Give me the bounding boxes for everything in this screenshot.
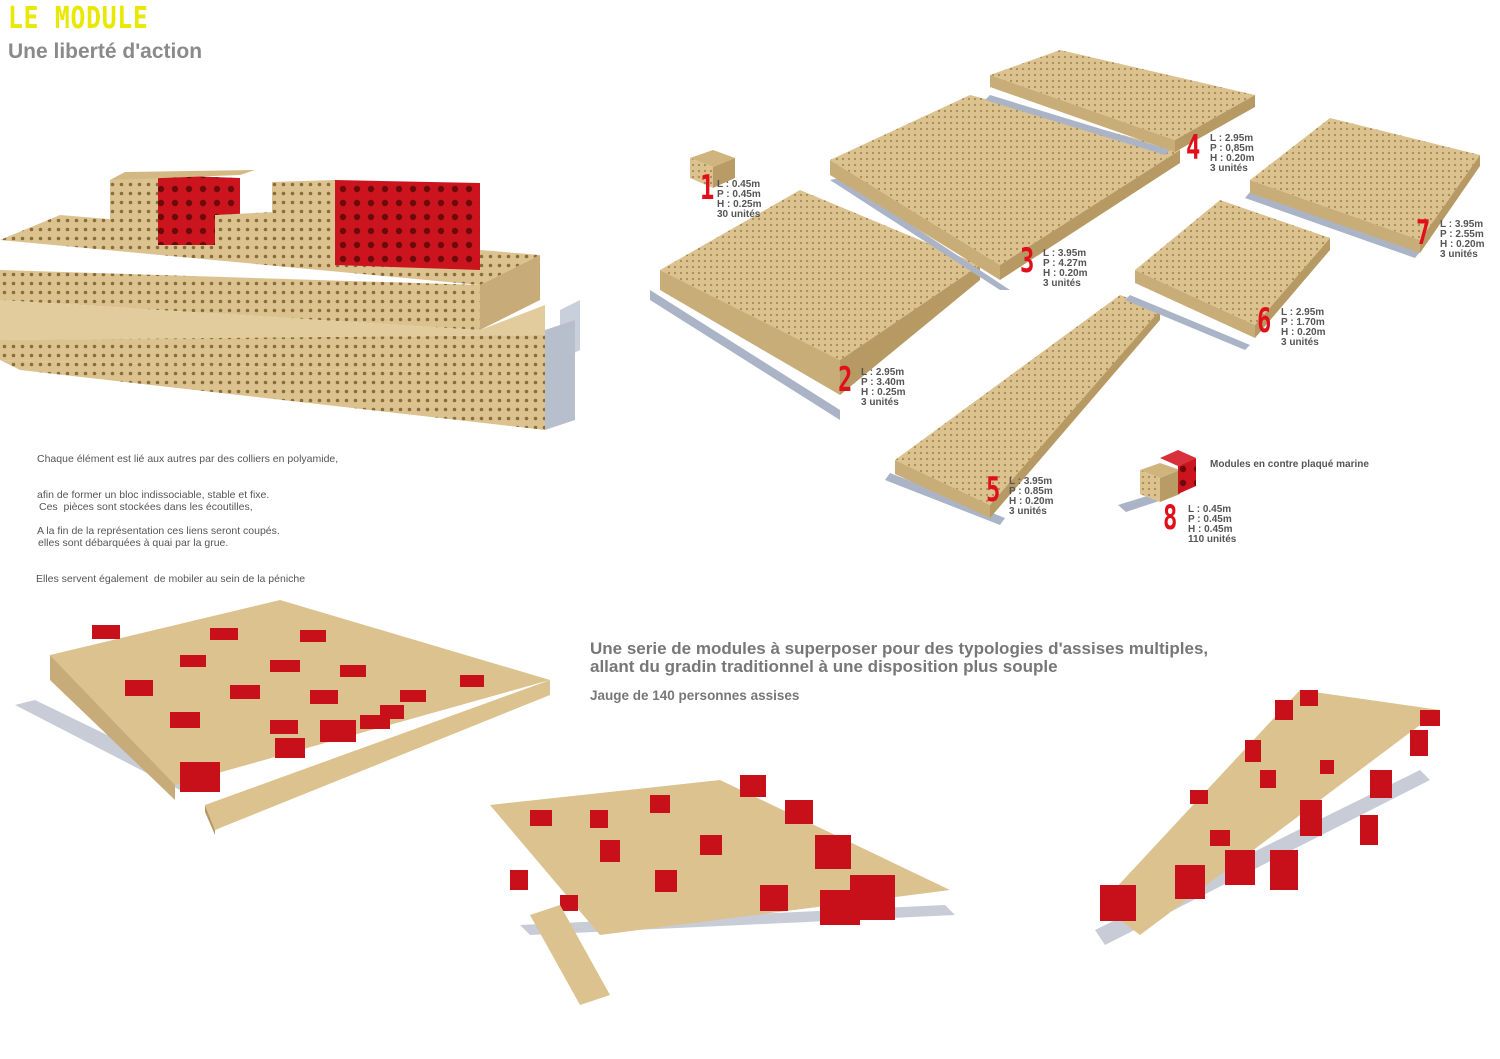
spec-line: P : 1.70m (1281, 317, 1325, 328)
module-number-1: 1 (700, 168, 715, 208)
spec-line: 3 unités (1043, 278, 1081, 289)
module-number-7: 7 (1416, 213, 1431, 253)
spec-line: L : 3.95m (1043, 248, 1087, 259)
headline-line: Une serie de modules à superposer pour d… (590, 639, 1209, 658)
spec-line: 3 unités (1281, 337, 1319, 348)
module-spec-2: L : 2.95m P : 3.40m H : 0.25m 3 unités (861, 368, 905, 408)
module-8-render (1118, 450, 1196, 512)
description-paragraph-1: Chaque élément est lié aux autres par de… (37, 429, 338, 549)
spec-line: P : 0,85m (1210, 143, 1254, 154)
spec-line: H : 0.45m (1188, 524, 1233, 535)
module-number-6: 6 (1257, 301, 1272, 341)
module-2-render (650, 190, 980, 420)
description-paragraph-2: Ces pièces sont stockées dans les écouti… (36, 477, 306, 597)
module-spec-6: L : 2.95m P : 1.70m H : 0.20m 3 unités (1281, 308, 1325, 348)
page-subtitle: Une liberté d'action (8, 40, 203, 63)
headline: Une serie de modules à superposer pour d… (590, 640, 1208, 676)
spec-line: L : 3.95m (1440, 219, 1484, 230)
module-5-render (885, 295, 1160, 525)
module-6-render (1125, 200, 1330, 350)
spec-line: 3 unités (1009, 506, 1047, 517)
spec-line: L : 0.45m (717, 179, 761, 190)
module-spec-5: L : 3.95m P : 0.85m H : 0.20m 3 unités (1009, 477, 1053, 517)
stacked-module-render (0, 170, 580, 430)
spec-line: L : 0.45m (1188, 504, 1232, 515)
spec-line: L : 2.95m (1210, 133, 1254, 144)
spec-line: P : 0.45m (717, 189, 761, 200)
module-number-4: 4 (1186, 128, 1201, 168)
spec-line: H : 0.20m (1043, 268, 1088, 279)
module-4-render (985, 50, 1255, 155)
module-number-2: 2 (838, 360, 853, 400)
description-line: Elles servent également de mobiler au se… (36, 573, 306, 585)
capacity-text: Jauge de 140 personnes assises (590, 688, 800, 703)
module-spec-3: L : 3.95m P : 4.27m H : 0.20m 3 unités (1043, 249, 1087, 289)
spec-line: P : 4.27m (1043, 258, 1087, 269)
description-line: elles sont débarquées à quai par la grue… (38, 537, 229, 549)
module-7-render (1245, 118, 1480, 258)
description-line: Chaque élément est lié aux autres par de… (37, 453, 339, 465)
spec-line: 3 unités (1440, 249, 1478, 260)
spec-line: P : 3.40m (861, 377, 905, 388)
spec-line: 30 unités (717, 209, 761, 220)
spec-line: 3 unités (1210, 163, 1248, 174)
gradin-render (15, 600, 550, 835)
module-3-render (830, 95, 1180, 290)
page-title: LE MODULE (8, 1, 149, 36)
description-line: Ces pièces sont stockées dans les écouti… (39, 501, 253, 513)
description-line: afin de former un bloc indissociable, st… (37, 489, 270, 501)
spec-line: H : 0.20m (1009, 496, 1054, 507)
spec-line: L : 2.95m (861, 367, 905, 378)
spec-line: L : 2.95m (1281, 307, 1325, 318)
module-spec-1: L : 0.45m P : 0.45m H : 0.25m 30 unités (717, 180, 761, 220)
marine-plywood-label: Modules en contre plaqué marine (1210, 459, 1369, 470)
module-spec-8: L : 0.45m P : 0.45m H : 0.45m 110 unités (1188, 505, 1236, 545)
spec-line: H : 0.20m (1210, 153, 1255, 164)
module-number-8: 8 (1163, 498, 1178, 538)
description-line: A la fin de la représentation ces liens … (37, 525, 280, 537)
spec-line: P : 2.55m (1440, 229, 1484, 240)
spec-line: H : 0.25m (717, 199, 762, 210)
module-spec-4: L : 2.95m P : 0,85m H : 0.20m 3 unités (1210, 134, 1254, 174)
spec-line: P : 0.45m (1188, 514, 1232, 525)
headline-line: allant du gradin traditionnel à une disp… (590, 657, 1058, 676)
module-number-5: 5 (986, 470, 1001, 510)
spec-line: L : 3.95m (1009, 476, 1053, 487)
spec-line: P : 0.85m (1009, 486, 1053, 497)
module-1-render (690, 150, 735, 188)
spec-line: 3 unités (861, 397, 899, 408)
diagonal-layout-render (1095, 690, 1440, 945)
spec-line: H : 0.20m (1281, 327, 1326, 338)
spec-line: H : 0.20m (1440, 239, 1485, 250)
spec-line: 110 unités (1188, 534, 1237, 545)
flexible-layout-render (490, 775, 955, 1005)
spec-line: H : 0.25m (861, 387, 906, 398)
module-number-3: 3 (1020, 241, 1035, 281)
module-spec-7: L : 3.95m P : 2.55m H : 0.20m 3 unités (1440, 220, 1484, 260)
